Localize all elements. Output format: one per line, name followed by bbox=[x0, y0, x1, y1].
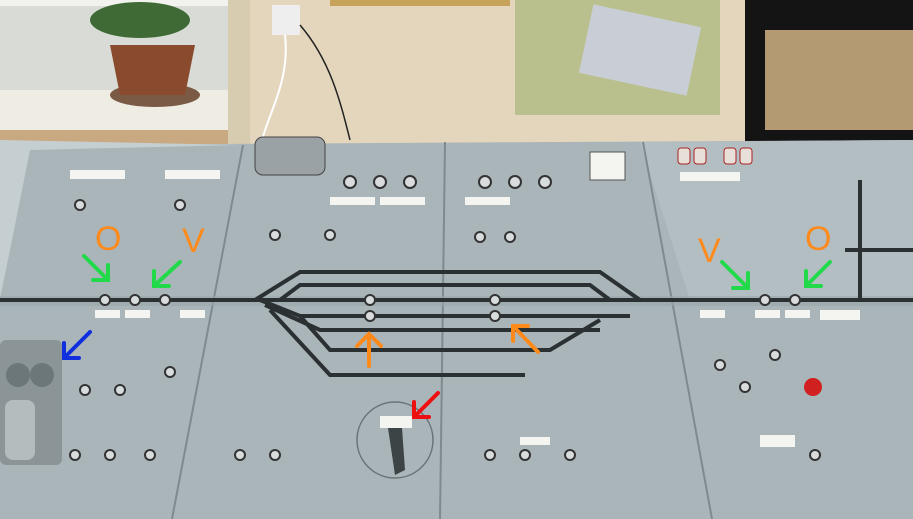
plant-leaves bbox=[90, 2, 190, 38]
power-socket bbox=[272, 5, 300, 35]
red-arrow-icon bbox=[412, 391, 440, 419]
router-device bbox=[254, 136, 326, 176]
green-arrow-icon bbox=[82, 254, 832, 290]
annotation-letter-v-right: V bbox=[698, 232, 721, 270]
annotation-arrows bbox=[62, 254, 832, 419]
plant-pot bbox=[110, 45, 195, 95]
rotary-switch-dial[interactable] bbox=[356, 401, 434, 479]
paper-sheet bbox=[578, 4, 702, 96]
annotation-letter-o-left: O bbox=[95, 220, 122, 258]
annotation-letter-o-right: O bbox=[805, 220, 832, 258]
panel-controls[interactable] bbox=[0, 136, 860, 479]
emergency-button[interactable] bbox=[804, 378, 822, 396]
blind bbox=[765, 30, 913, 130]
orange-arrow-icon bbox=[355, 324, 540, 368]
rotary-switch-handle[interactable] bbox=[388, 428, 405, 475]
blue-arrow-icon bbox=[62, 330, 92, 360]
annotation-letter-v-left: V bbox=[182, 222, 205, 260]
